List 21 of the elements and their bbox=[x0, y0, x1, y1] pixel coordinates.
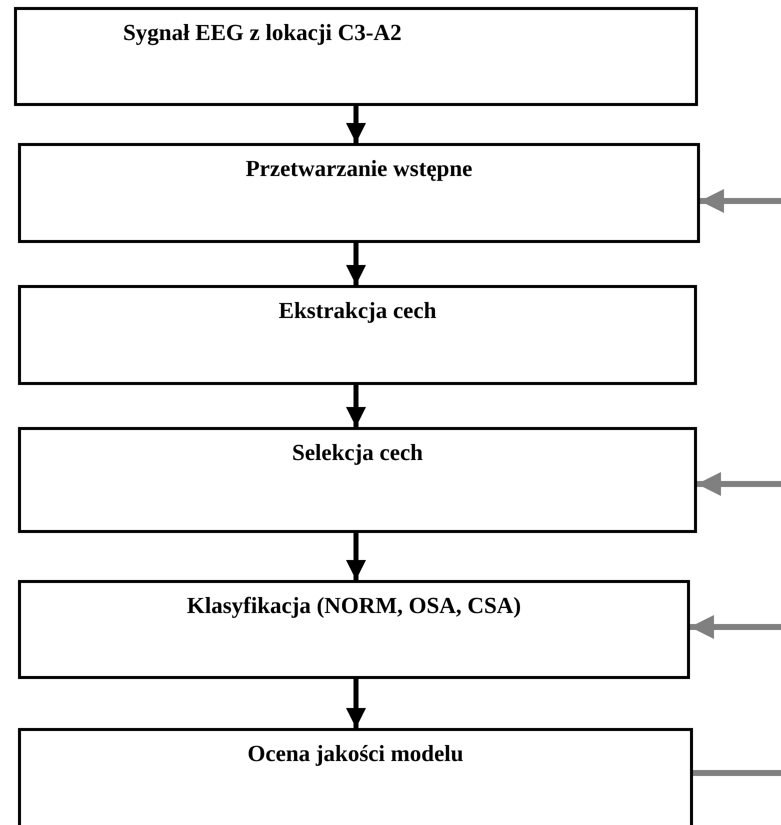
step-label: Przetwarzanie wstępne bbox=[246, 156, 472, 182]
step-label: Klasyfikacja (NORM, OSA, CSA) bbox=[186, 593, 522, 619]
process-box bbox=[18, 728, 693, 825]
process-box bbox=[18, 285, 697, 385]
process-box bbox=[18, 427, 697, 533]
arrow bbox=[346, 679, 366, 728]
arrow bbox=[690, 615, 781, 639]
step-label: Selekcja cech bbox=[292, 440, 423, 466]
process-box bbox=[14, 7, 698, 106]
connector-line bbox=[693, 770, 781, 776]
arrow bbox=[346, 106, 366, 143]
arrow bbox=[346, 533, 366, 580]
step-label: Ekstrakcja cech bbox=[278, 298, 436, 324]
arrow bbox=[697, 472, 781, 496]
arrow bbox=[346, 385, 366, 427]
arrow bbox=[700, 189, 781, 213]
process-box bbox=[18, 580, 690, 679]
step-label: Sygnał EEG z lokacji C3-A2 bbox=[123, 20, 402, 46]
process-box bbox=[18, 143, 700, 243]
arrow bbox=[346, 243, 366, 285]
step-label: Ocena jakości modelu bbox=[248, 741, 464, 767]
